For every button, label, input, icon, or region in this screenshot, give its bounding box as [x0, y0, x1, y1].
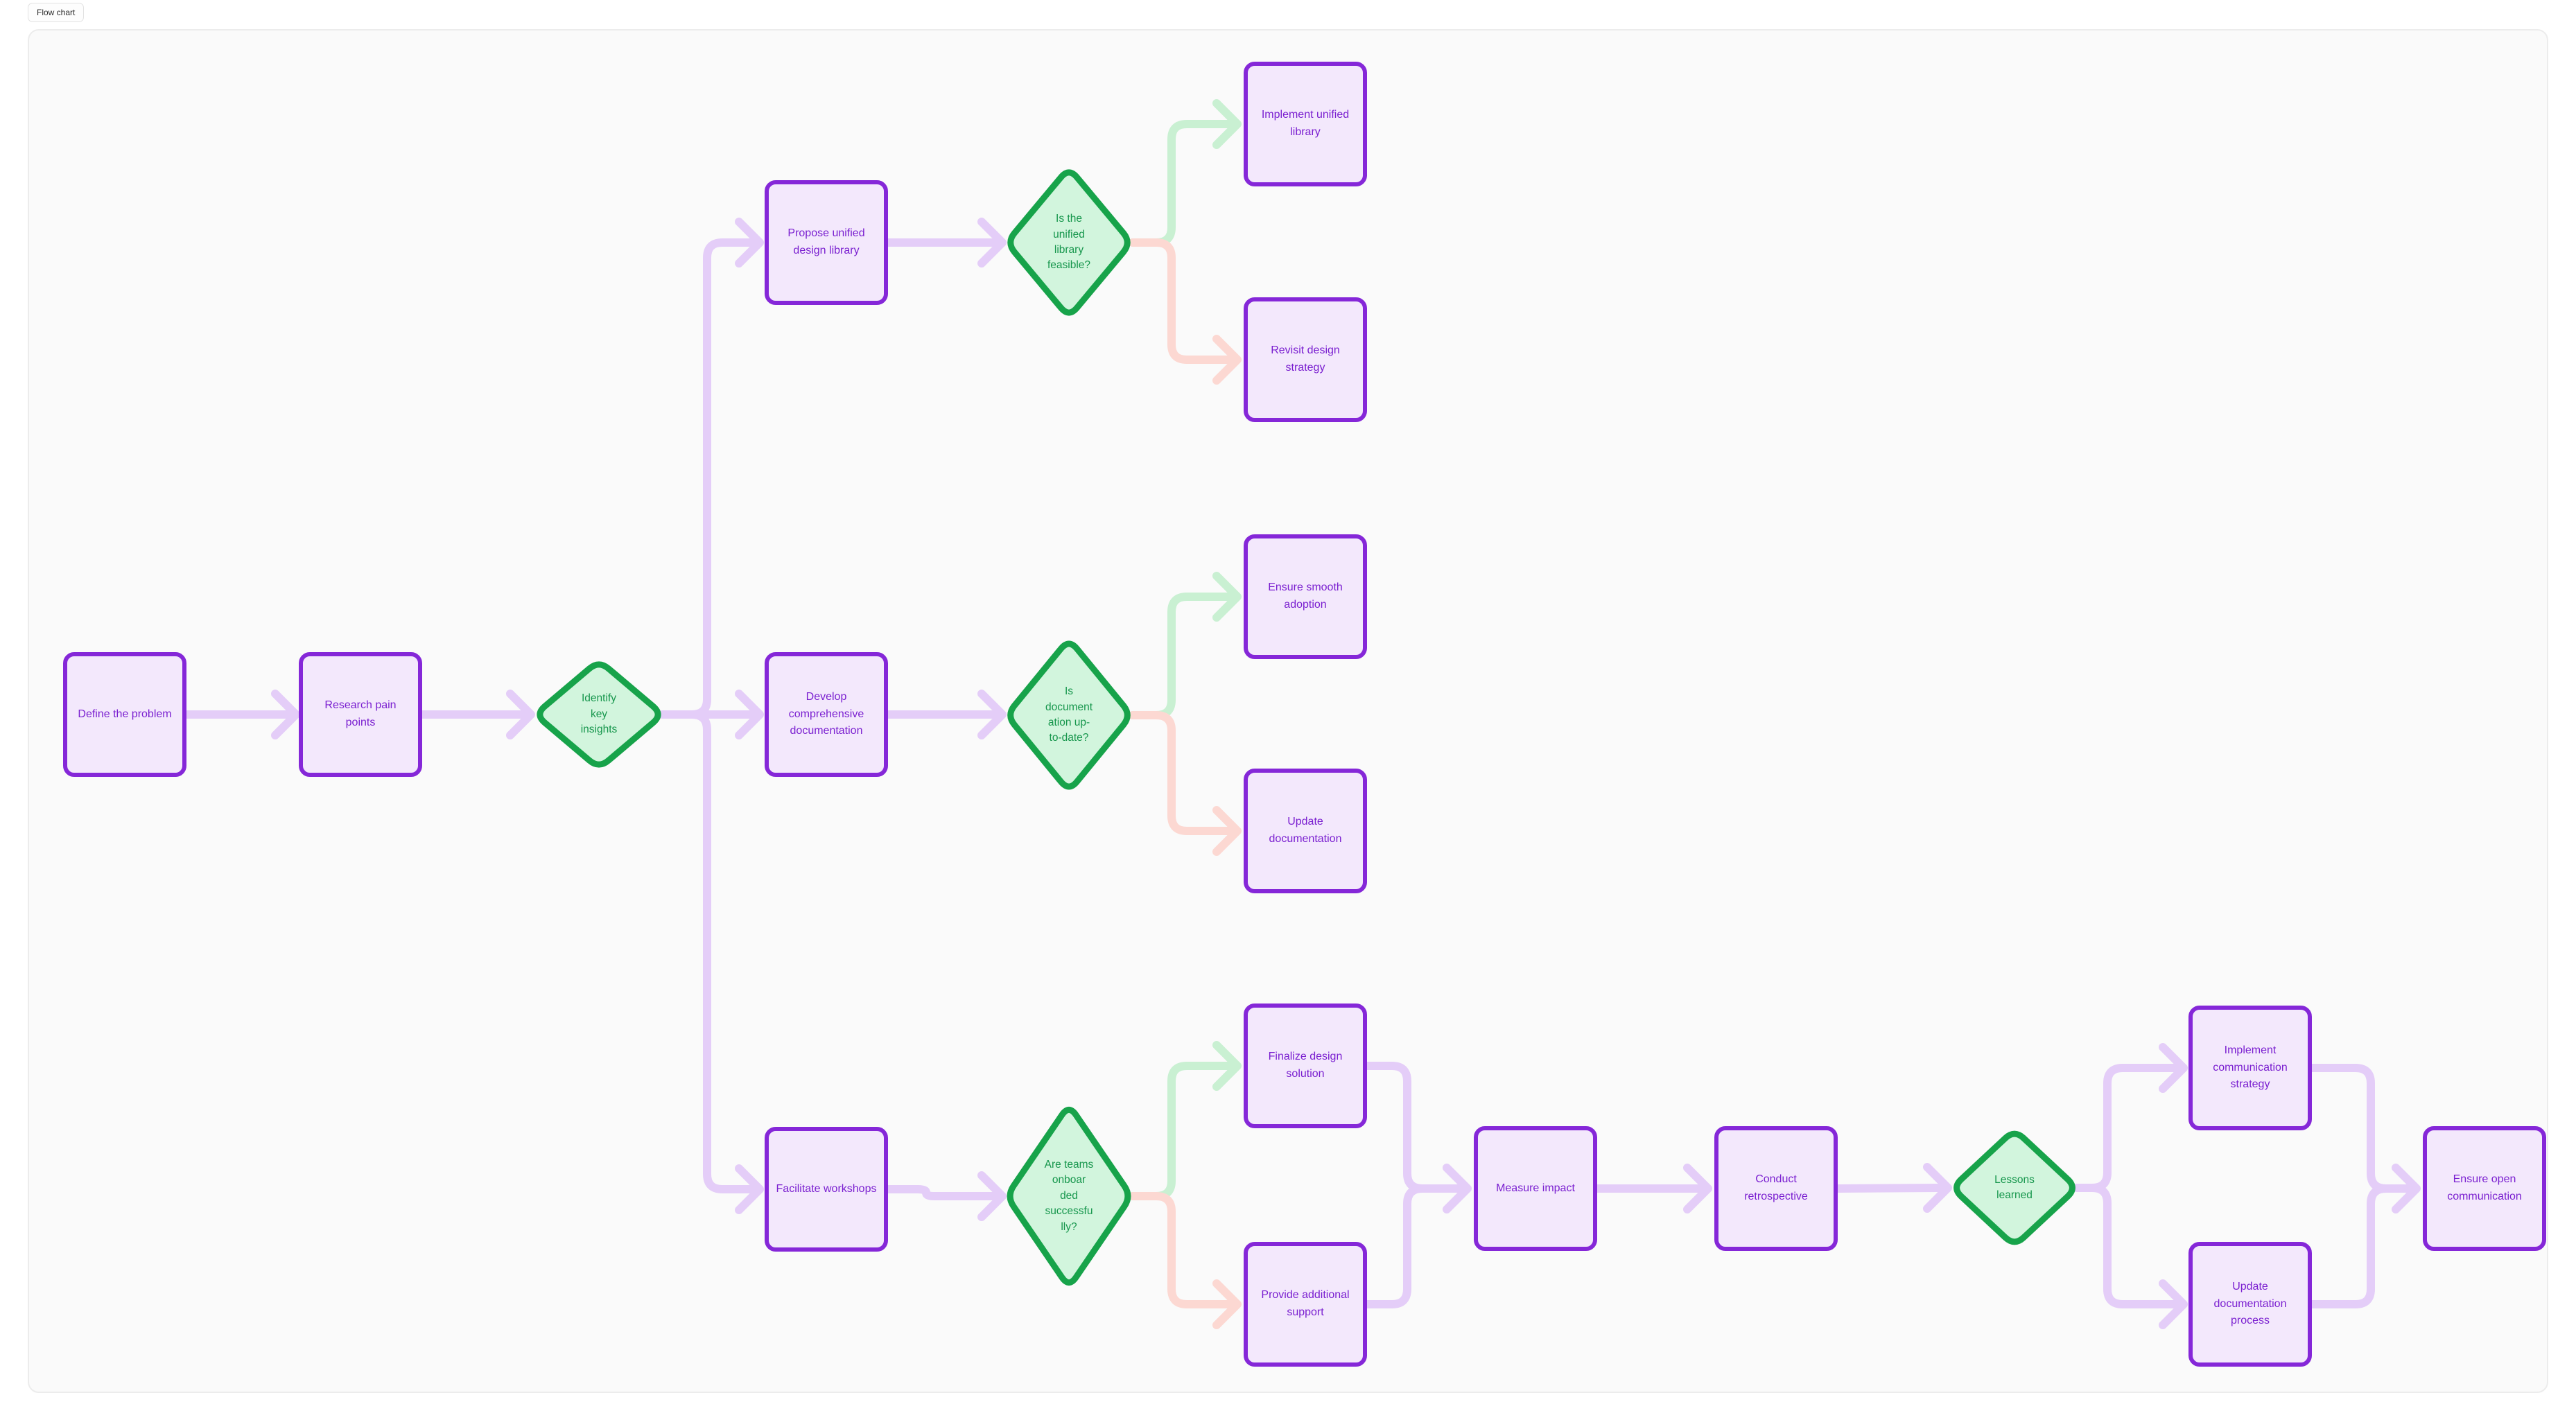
edge-propose-unified-design-library-to-is-unified-library-feasible — [977, 218, 1007, 268]
node-label: Is the unified library feasible? — [1047, 213, 1091, 272]
node-label: Finalize design solution — [1268, 1051, 1343, 1080]
node-ensure-open-communication[interactable]: Ensure open communication — [2423, 1126, 2546, 1251]
node-ensure-smooth-adoption[interactable]: Ensure smooth adoption — [1244, 534, 1367, 659]
node-facilitate-workshops[interactable]: Facilitate workshops — [765, 1127, 888, 1252]
node-finalize-design-solution[interactable]: Finalize design solution — [1244, 1004, 1367, 1128]
node-label: Conduct retrospective — [1744, 1173, 1808, 1202]
edge-identify-key-insights-to-facilitate-workshops — [735, 1164, 764, 1214]
node-label: Identify key insights — [580, 692, 618, 736]
node-propose-unified-design-library[interactable]: Propose unified design library — [765, 180, 888, 305]
node-label: Provide additional support — [1261, 1289, 1350, 1318]
diamond-shape — [1007, 169, 1131, 316]
edge-measure-impact-to-conduct-retrospective — [1683, 1164, 1712, 1213]
edge-is-unified-library-feasible-to-revisit-design-strategy — [1129, 238, 1235, 364]
edge-identify-key-insights-to-develop-comprehensive-documentation — [735, 690, 764, 739]
node-label: Implement unified library — [1261, 109, 1350, 138]
edge-are-teams-onboarded-successfully-to-provide-additional-support — [1129, 1192, 1235, 1308]
node-is-unified-library-feasible[interactable]: Is the unified library feasible? — [997, 158, 1141, 327]
node-label: Update documentation process — [2213, 1280, 2287, 1327]
diamond-shape — [1007, 640, 1131, 790]
edge-finalize-design-solution-to-measure-impact — [1443, 1164, 1472, 1213]
node-provide-additional-support[interactable]: Provide additional support — [1244, 1242, 1367, 1367]
node-label: Facilitate workshops — [776, 1182, 877, 1195]
diamond-shape — [1007, 1107, 1131, 1286]
node-label: Propose unified design library — [787, 227, 865, 256]
edge-identify-key-insights-to-propose-unified-design-library — [659, 238, 758, 719]
node-is-documentation-up-to-date[interactable]: Is document ation up- to-date? — [997, 629, 1141, 801]
edge-are-teams-onboarded-successfully-to-provide-additional-support — [1212, 1279, 1242, 1329]
node-label: Lessons learned — [1994, 1173, 2035, 1201]
edge-is-unified-library-feasible-to-implement-unified-library — [1212, 99, 1242, 149]
node-label: Are teams onboar ded successfu lly? — [1044, 1158, 1094, 1233]
diamond-shape — [1953, 1130, 2075, 1245]
edge-identify-key-insights-to-facilitate-workshops — [659, 710, 758, 1193]
node-label: Define the problem — [78, 708, 172, 720]
node-measure-impact[interactable]: Measure impact — [1474, 1126, 1597, 1251]
edge-is-documentation-up-to-date-to-ensure-smooth-adoption — [1212, 572, 1242, 622]
edge-identify-key-insights-to-propose-unified-design-library — [735, 218, 764, 268]
node-label: Measure impact — [1496, 1182, 1575, 1194]
edge-is-documentation-up-to-date-to-update-documentation — [1212, 806, 1242, 856]
edge-conduct-retrospective-to-lessons-learned — [1923, 1163, 1952, 1213]
node-label: Update documentation — [1269, 816, 1342, 845]
diamond-shape — [537, 661, 661, 768]
edge-lessons-learned-to-update-documentation-process — [2073, 1184, 2182, 1308]
node-label: Implement communication strategy — [2213, 1044, 2288, 1091]
node-label: Develop comprehensive documentation — [788, 690, 864, 737]
edge-conduct-retrospective-to-lessons-learned — [1834, 1184, 1948, 1193]
node-research-pain-points[interactable]: Research pain points — [299, 652, 422, 777]
edge-facilitate-workshops-to-are-teams-onboarded-successfully — [977, 1171, 1007, 1221]
edge-lessons-learned-to-implement-communication-strategy — [2159, 1043, 2188, 1093]
node-lessons-learned[interactable]: Lessons learned — [1942, 1120, 2087, 1256]
edge-lessons-learned-to-update-documentation-process — [2159, 1279, 2188, 1329]
node-implement-unified-library[interactable]: Implement unified library — [1244, 62, 1367, 186]
node-label: Research pain points — [324, 699, 397, 728]
flow-chart-tab[interactable]: Flow chart — [28, 3, 85, 23]
node-are-teams-onboarded-successfully[interactable]: Are teams onboar ded successfu lly? — [997, 1095, 1141, 1297]
node-define-problem[interactable]: Define the problem — [63, 652, 186, 777]
edge-facilitate-workshops-to-are-teams-onboarded-successfully — [884, 1185, 1000, 1200]
node-conduct-retrospective[interactable]: Conduct retrospective — [1714, 1126, 1838, 1251]
edge-research-pain-points-to-identify-key-insights — [506, 690, 535, 739]
edge-is-documentation-up-to-date-to-update-documentation — [1129, 711, 1235, 835]
edge-define-problem-to-research-pain-points — [271, 690, 300, 739]
node-label: Ensure open communication — [2447, 1173, 2522, 1202]
edge-update-documentation-process-to-ensure-open-communication — [2308, 1184, 2414, 1308]
node-label: Ensure smooth adoption — [1268, 581, 1343, 611]
node-develop-comprehensive-documentation[interactable]: Develop comprehensive documentation — [765, 652, 888, 777]
edge-are-teams-onboarded-successfully-to-finalize-design-solution — [1212, 1041, 1242, 1091]
node-implement-communication-strategy[interactable]: Implement communication strategy — [2188, 1006, 2312, 1130]
node-update-documentation-process[interactable]: Update documentation process — [2188, 1242, 2312, 1367]
node-label: Revisit design strategy — [1271, 344, 1340, 374]
edge-develop-comprehensive-documentation-to-is-documentation-up-to-date — [977, 690, 1007, 739]
node-revisit-design-strategy[interactable]: Revisit design strategy — [1244, 297, 1367, 422]
node-label: Is document ation up- to-date? — [1045, 685, 1093, 744]
edge-is-unified-library-feasible-to-revisit-design-strategy — [1212, 335, 1242, 385]
node-update-documentation[interactable]: Update documentation — [1244, 769, 1367, 893]
edge-provide-additional-support-to-measure-impact — [1363, 1184, 1465, 1308]
edge-implement-communication-strategy-to-ensure-open-communication — [2392, 1164, 2421, 1213]
node-identify-key-insights[interactable]: Identify key insights — [525, 651, 672, 778]
